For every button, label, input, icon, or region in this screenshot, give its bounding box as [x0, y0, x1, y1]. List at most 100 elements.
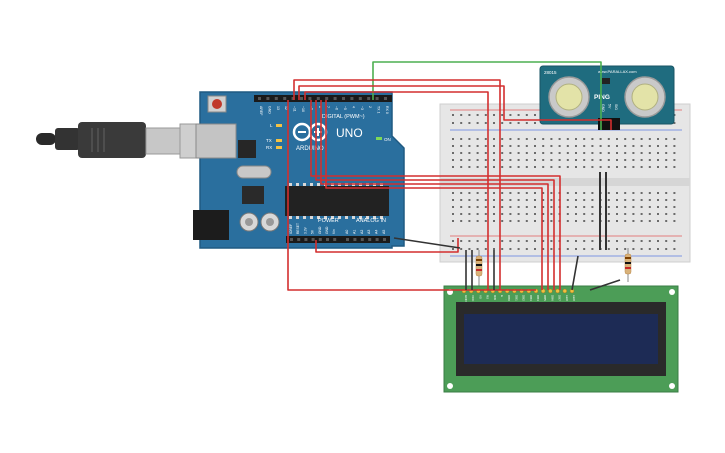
breadboard-hole: [566, 138, 569, 140]
breadboard-hole: [493, 152, 495, 154]
digital-pin[interactable]: [325, 97, 329, 100]
usb-chip: [238, 140, 256, 158]
breadboard-hole: [452, 248, 454, 250]
digital-pin[interactable]: [342, 97, 345, 100]
breadboard-hole: [583, 152, 586, 154]
breadboard-hole: [525, 138, 528, 140]
breadboard-hole: [575, 240, 577, 242]
breadboard-hole: [673, 213, 676, 215]
breadboard-hole: [493, 138, 495, 140]
analog-pin[interactable]: [375, 238, 379, 241]
chip-pin: [324, 216, 327, 219]
digital-pin[interactable]: [384, 97, 387, 100]
chip-pin: [303, 183, 306, 186]
breadboard-hole: [534, 138, 536, 140]
digital-pin[interactable]: [308, 97, 312, 100]
digital-pin[interactable]: [266, 97, 270, 100]
breadboard-hole: [517, 240, 520, 242]
breadboard-hole: [501, 240, 504, 242]
power-pin[interactable]: [318, 238, 322, 241]
analog-pin[interactable]: [346, 238, 349, 241]
breadboard-hole: [648, 199, 651, 201]
analog-pin[interactable]: [353, 238, 357, 241]
breadboard-hole: [566, 166, 569, 168]
lcd-pin[interactable]: [548, 288, 553, 294]
lcd-pin-label: RS: [486, 295, 490, 299]
breadboard-hole: [632, 213, 635, 215]
breadboard-hole: [665, 138, 668, 140]
digital-pin[interactable]: [274, 97, 278, 100]
digital-pin[interactable]: [300, 97, 303, 100]
breadboard-hole: [566, 248, 569, 250]
breadboard-hole: [517, 206, 520, 208]
breadboard-hole: [632, 206, 635, 208]
digital-pin[interactable]: [367, 97, 371, 100]
breadboard-hole: [525, 192, 528, 194]
breadboard-hole: [616, 145, 618, 147]
power-pin[interactable]: [290, 238, 293, 241]
chip-pin: [373, 216, 376, 219]
power-pin[interactable]: [311, 238, 315, 241]
breadboard-hole: [632, 159, 635, 161]
usb-strain-relief: [55, 128, 80, 150]
power-pin[interactable]: [326, 238, 329, 241]
breadboard-hole: [476, 166, 479, 168]
power-pin[interactable]: [333, 238, 337, 241]
breadboard-hole: [640, 248, 643, 250]
breadboard-hole: [575, 248, 577, 250]
breadboard-hole: [484, 192, 487, 194]
power-pin[interactable]: [297, 238, 301, 241]
breadboard-hole: [517, 166, 520, 168]
regulator-chip: [242, 186, 264, 204]
breadboard-hole: [476, 213, 479, 215]
resistor-2: [624, 248, 632, 282]
wire-sig-green: [372, 61, 602, 130]
breadboard-hole: [607, 220, 610, 222]
analog-pin[interactable]: [368, 238, 372, 241]
analog-pin[interactable]: [360, 238, 364, 241]
breadboard-hole: [640, 199, 643, 201]
breadboard-hole: [607, 145, 610, 147]
breadboard-center-channel: [440, 178, 690, 186]
lcd-mount-hole: [669, 383, 675, 389]
power-pin[interactable]: [304, 238, 308, 241]
wire-red: [304, 91, 489, 290]
breadboard-hole: [575, 199, 577, 201]
analog-pin[interactable]: [383, 238, 386, 241]
breadboard-hole: [648, 213, 651, 215]
led-l-label: L: [270, 123, 273, 128]
digital-pin[interactable]: [316, 97, 320, 100]
digital-pin[interactable]: [375, 97, 379, 100]
breadboard-hole: [525, 240, 528, 242]
digital-pin[interactable]: [333, 97, 337, 100]
chip-pin: [296, 183, 299, 186]
breadboard-hole: [493, 199, 495, 201]
crystal: [236, 165, 272, 179]
lcd-pin[interactable]: [555, 288, 560, 294]
digital-pin[interactable]: [258, 97, 261, 100]
digital-pin[interactable]: [358, 97, 362, 100]
breadboard-hole: [501, 206, 504, 208]
breadboard-hole: [517, 159, 520, 161]
breadboard-hole: [476, 159, 479, 161]
breadboard-hole: [484, 114, 487, 116]
digital-pin[interactable]: [283, 97, 287, 100]
lcd-pin[interactable]: [562, 288, 568, 294]
breadboard-hole: [452, 166, 454, 168]
breadboard-hole: [476, 114, 479, 116]
breadboard-hole: [493, 192, 495, 194]
breadboard-hole: [476, 138, 479, 140]
digital-pin[interactable]: [291, 97, 295, 100]
breadboard-hole: [468, 145, 471, 147]
breadboard-hole: [607, 166, 610, 168]
breadboard: [439, 103, 691, 263]
chip-pin: [359, 216, 362, 219]
breadboard-hole: [452, 122, 454, 124]
breadboard-hole: [640, 220, 643, 222]
wire-red-power-rail: [315, 238, 459, 253]
lcd-pin-label: DB7: [558, 295, 562, 301]
power-pin-label: GND: [318, 226, 322, 234]
digital-pin[interactable]: [350, 97, 354, 100]
breadboard-hole: [525, 166, 528, 168]
breadboard-hole: [509, 145, 512, 147]
